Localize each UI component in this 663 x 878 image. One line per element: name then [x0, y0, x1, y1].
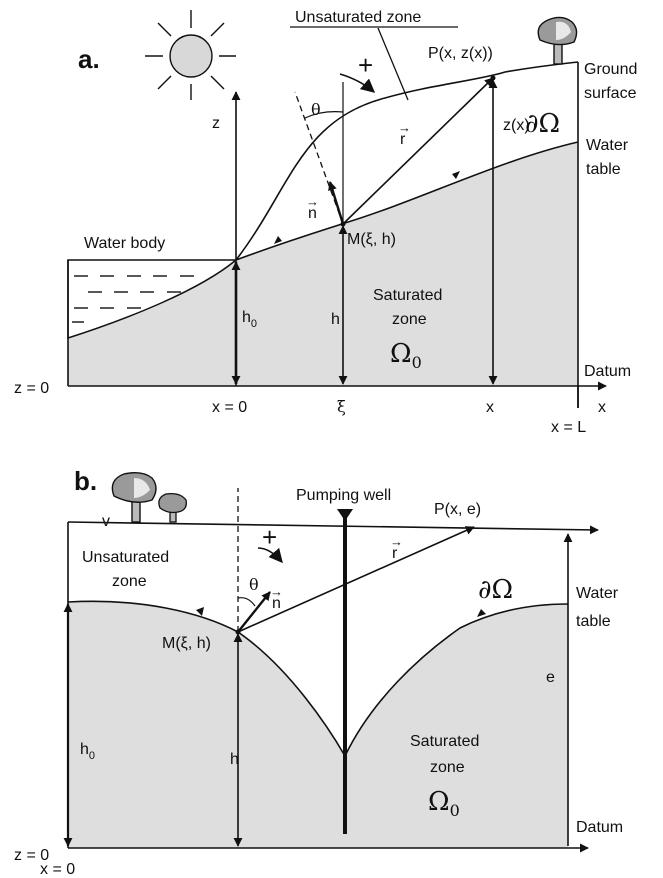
h0-label-b: h0: [80, 741, 95, 762]
ground-surface-label-2: surface: [584, 85, 637, 102]
theta-arc-b: [237, 597, 256, 607]
normal-dashed-a: [294, 91, 344, 225]
h0-label-a: h0: [242, 309, 257, 330]
r-vector-b: [237, 526, 475, 633]
well-head-icon: [337, 509, 353, 521]
ground-surface-label-1: Ground: [584, 61, 637, 78]
n-label-a: n: [308, 205, 317, 222]
point-P-label-b: P(x, e): [434, 501, 481, 518]
n-label-b: n: [272, 595, 281, 612]
point-M-label-a: M(ξ, h): [347, 231, 396, 248]
saturated-zone-b: [68, 601, 568, 848]
tree-icon: [537, 16, 578, 65]
datum-label-a: Datum: [584, 363, 631, 380]
water-dashes: [72, 275, 194, 323]
water-table-label-a-2: table: [586, 161, 621, 178]
h-label-b: h: [230, 751, 239, 768]
theta-label-a: θ: [311, 100, 321, 119]
boundary-label-b: ∂Ω: [478, 575, 513, 605]
tree-icon-small: [158, 492, 187, 523]
n-vector-a: [328, 181, 345, 225]
unsaturated-label-b-1: Unsaturated: [82, 549, 169, 566]
x-zero-label-a: x = 0: [212, 399, 247, 416]
point-M-label-b: M(ξ, h): [162, 635, 211, 652]
panel-a-letter: a.: [78, 44, 100, 74]
water-body: [67, 259, 239, 340]
pumping-well-label: Pumping well: [296, 487, 391, 504]
water-table-label-a-1: Water: [586, 137, 629, 154]
saturated-label-b-1: Saturated: [410, 733, 479, 750]
panel-b: b. v Pumping well P(x, e) Unsaturated zo…: [14, 466, 623, 878]
plus-label-b: +: [262, 522, 277, 552]
xi-label-a: ξ: [337, 397, 346, 416]
water-table-label-b-2: table: [576, 613, 611, 630]
x-L-label: x = L: [551, 419, 586, 436]
n-arrow-a: →: [306, 194, 319, 209]
e-label-b: e: [546, 669, 555, 686]
boundary-arrowhead-b1: [196, 607, 204, 616]
r-vector-a: [342, 77, 494, 225]
sun-icon: [145, 10, 236, 100]
z-zero-label-a: z = 0: [14, 380, 49, 397]
point-M-a: [340, 221, 346, 227]
r-arrow-a: →: [398, 120, 411, 135]
ground-surface-line: [235, 61, 579, 261]
boundary-arrowhead-a2: [452, 171, 460, 179]
panel-a: a. Unsaturated zone P(x, z(x)) Ground su…: [14, 9, 637, 436]
zx-label: z(x): [503, 117, 530, 134]
rotation-arrow-b: [257, 547, 283, 564]
boundary-arrowhead-a1: [274, 236, 282, 244]
saturated-label-a-1: Saturated: [373, 287, 442, 304]
leader-unsaturated: [377, 27, 409, 101]
theta-label-b: θ: [249, 575, 259, 594]
water-table-label-b-1: Water: [576, 585, 619, 602]
h-label-a: h: [331, 311, 340, 328]
panel-b-letter: b.: [74, 466, 97, 496]
n-vector-b: [237, 591, 271, 633]
boundary-arrowhead-b2: [477, 609, 486, 617]
point-P-label-a: P(x, z(x)): [428, 45, 493, 62]
v-mark-b: v: [102, 513, 110, 530]
ground-surface-b: [67, 521, 599, 535]
n-arrow-b: →: [270, 584, 283, 599]
tree-icon: [111, 471, 157, 523]
water-body-label: Water body: [84, 235, 165, 252]
r-label-a: r: [400, 131, 406, 148]
boundary-label-a: ∂Ω: [525, 109, 560, 139]
datum-label-b: Datum: [576, 819, 623, 836]
theta-arc-a: [304, 111, 344, 119]
x-label-a: x: [486, 399, 494, 416]
plus-label-a: +: [358, 50, 373, 80]
saturated-zone-a: [68, 142, 578, 386]
rotation-arrow-a: [339, 73, 376, 93]
r-label-b: r: [392, 545, 398, 562]
omega-label-b: Ω0: [428, 787, 460, 820]
water-table-line-a: [235, 141, 579, 261]
z-zero-label-b: z = 0: [14, 847, 49, 864]
r-arrow-b: →: [390, 534, 403, 549]
saturated-label-b-2: zone: [430, 759, 465, 776]
unsaturated-label-b-2: zone: [112, 573, 147, 590]
x-zero-label-b: x = 0: [40, 861, 75, 878]
z-axis-label-a: z: [212, 115, 220, 132]
x-axis-label-a: x: [598, 399, 606, 416]
point-P-a: [490, 75, 496, 81]
saturated-label-a-2: zone: [392, 311, 427, 328]
unsaturated-zone-label-a: Unsaturated zone: [295, 9, 421, 26]
omega-label-a: Ω0: [390, 339, 422, 372]
point-M-b: [235, 629, 241, 635]
